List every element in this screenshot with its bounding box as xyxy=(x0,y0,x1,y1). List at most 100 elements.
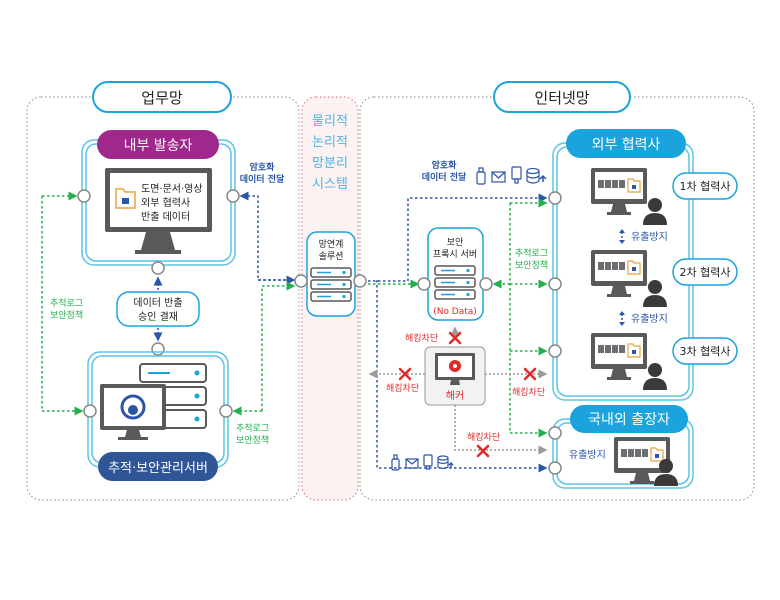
svg-text:해커: 해커 xyxy=(446,389,464,402)
internal-zone-title: 업무망 xyxy=(92,81,232,113)
sender-port-right xyxy=(226,189,240,203)
svg-text:추적로그: 추적로그 xyxy=(236,422,269,434)
external-partners-block: 외부 협력사 유출방지 유출방지 xyxy=(552,129,694,401)
usb-drive-icon xyxy=(423,454,433,470)
tracking-flow-internal xyxy=(261,281,296,411)
block-mark-bottom xyxy=(476,444,490,458)
encrypted-flow-traveler xyxy=(376,280,548,473)
partner-3-monitor xyxy=(590,332,648,381)
svg-text:1차 협력사: 1차 협력사 xyxy=(680,180,731,193)
traveler-badge xyxy=(570,405,688,433)
svg-text:데이터 전달: 데이터 전달 xyxy=(240,173,285,185)
mail-icon xyxy=(405,458,419,469)
svg-text:외부 협력사: 외부 협력사 xyxy=(141,196,190,209)
internal-zone-label: 업무망 xyxy=(141,89,183,107)
svg-text:암호화: 암호화 xyxy=(250,161,276,173)
hacker-icon xyxy=(449,360,461,372)
svg-text:반출 데이터: 반출 데이터 xyxy=(141,211,190,223)
tracking-flow-left xyxy=(41,196,84,416)
svg-text:국내외 출장자: 국내외 출장자 xyxy=(588,412,670,428)
gateway-solution: 망연계 솔루션 xyxy=(306,231,356,317)
usb-icon xyxy=(391,454,400,471)
svg-text:시스템: 시스템 xyxy=(312,177,348,192)
encrypted-flow-internal xyxy=(239,191,291,281)
gateway-port-right xyxy=(353,274,367,288)
svg-text:망분리: 망분리 xyxy=(312,156,348,171)
traveler-block: 국내외 출장자 유출방지 xyxy=(552,405,694,489)
svg-text:3차 협력사: 3차 협력사 xyxy=(680,345,731,358)
encrypted-flow-external xyxy=(368,193,548,282)
svg-text:(No Data): (No Data) xyxy=(433,307,477,317)
block-label-bottom: 해킹차단 xyxy=(467,431,500,443)
hacker-block: 해커 xyxy=(424,346,486,406)
svg-text:망연계: 망연계 xyxy=(319,238,344,250)
svg-text:내부 발송자: 내부 발송자 xyxy=(124,138,193,154)
svg-text:데이터 전달: 데이터 전달 xyxy=(422,171,467,183)
sender-port-left xyxy=(77,189,91,203)
partner-1-monitor xyxy=(590,167,648,216)
media-icons-top xyxy=(476,166,547,185)
tracking-flow-external xyxy=(509,203,548,438)
security-proxy-server: 보안 프록시 서버 (No Data) xyxy=(427,227,484,321)
block-label-right: 해킹차단 xyxy=(512,386,545,398)
server-port-right xyxy=(219,404,233,418)
gateway-server-icon xyxy=(310,267,352,302)
traveler-port-bottom xyxy=(548,461,562,475)
gateway-port-left xyxy=(294,274,308,288)
partner-2-monitor xyxy=(590,249,648,298)
server-port-top xyxy=(151,342,165,356)
tier-2-pill: 2차 협력사 xyxy=(672,258,738,286)
svg-text:추적·보안관리서버: 추적·보안관리서버 xyxy=(108,461,208,476)
partner-2-port xyxy=(548,277,562,291)
partner-1-port xyxy=(548,191,562,205)
sender-port-bottom xyxy=(151,261,165,275)
database-upload-icon xyxy=(526,167,547,184)
server-port-left xyxy=(83,404,97,418)
secure-monitor-icon xyxy=(100,384,166,440)
mail-icon xyxy=(491,171,506,183)
internal-network-zone xyxy=(26,96,300,501)
svg-text:솔루션: 솔루션 xyxy=(319,251,344,262)
svg-text:2차 협력사: 2차 협력사 xyxy=(680,266,731,279)
tracking-server-block: 추적·보안관리서버 xyxy=(87,351,229,481)
partners-badge xyxy=(566,129,686,158)
svg-text:보안: 보안 xyxy=(447,237,464,248)
media-icons-bottom xyxy=(391,454,454,471)
tracking-server-badge xyxy=(98,452,218,481)
block-label-left: 해킹차단 xyxy=(386,382,419,394)
leak-prevention-1: 유출방지 xyxy=(619,229,668,244)
approval-box: 데이터 반출 승인 결재 xyxy=(116,291,200,327)
internal-sender-block: 내부 발송자 도면·문서·영상 외부 협력사 반출 데이터 xyxy=(81,130,236,266)
svg-text:추적로그: 추적로그 xyxy=(515,247,548,259)
tier-1-pill: 1차 협력사 xyxy=(672,172,738,200)
proxy-port-right xyxy=(479,277,493,291)
svg-text:보안정책: 보안정책 xyxy=(50,309,83,321)
proxy-port-left xyxy=(417,277,431,291)
sender-badge xyxy=(97,130,219,159)
locked-folder-icon xyxy=(115,188,136,209)
database-upload-icon xyxy=(437,455,454,470)
traveler-leak-prevention: 유출방지 xyxy=(569,449,606,461)
internet-zone-label: 인터넷망 xyxy=(534,89,589,107)
svg-text:도면·문서·영상: 도면·문서·영상 xyxy=(141,183,203,195)
svg-text:승인 결재: 승인 결재 xyxy=(138,311,178,323)
svg-text:논리적: 논리적 xyxy=(312,135,348,150)
block-label-up: 해킹차단 xyxy=(405,332,438,344)
svg-text:데이터 반출: 데이터 반출 xyxy=(133,297,182,309)
internet-zone xyxy=(359,96,755,501)
separation-label: 물리적 논리적 망분리 시스템 xyxy=(312,114,348,192)
proxy-server-icon xyxy=(434,265,476,300)
internet-zone-title: 인터넷망 xyxy=(493,81,631,113)
leak-prevention-2: 유출방지 xyxy=(619,311,668,326)
svg-text:암호화: 암호화 xyxy=(432,159,458,171)
svg-text:물리적: 물리적 xyxy=(312,114,348,129)
svg-text:추적로그: 추적로그 xyxy=(50,297,83,309)
svg-text:유출방지: 유출방지 xyxy=(631,231,668,243)
svg-text:보안정책: 보안정책 xyxy=(236,434,269,446)
svg-text:유출방지: 유출방지 xyxy=(631,313,668,325)
partner-3-port xyxy=(548,344,562,358)
traveler-port-top xyxy=(548,426,562,440)
tier-3-pill: 3차 협력사 xyxy=(672,337,738,365)
usb-drive-icon xyxy=(511,166,522,184)
